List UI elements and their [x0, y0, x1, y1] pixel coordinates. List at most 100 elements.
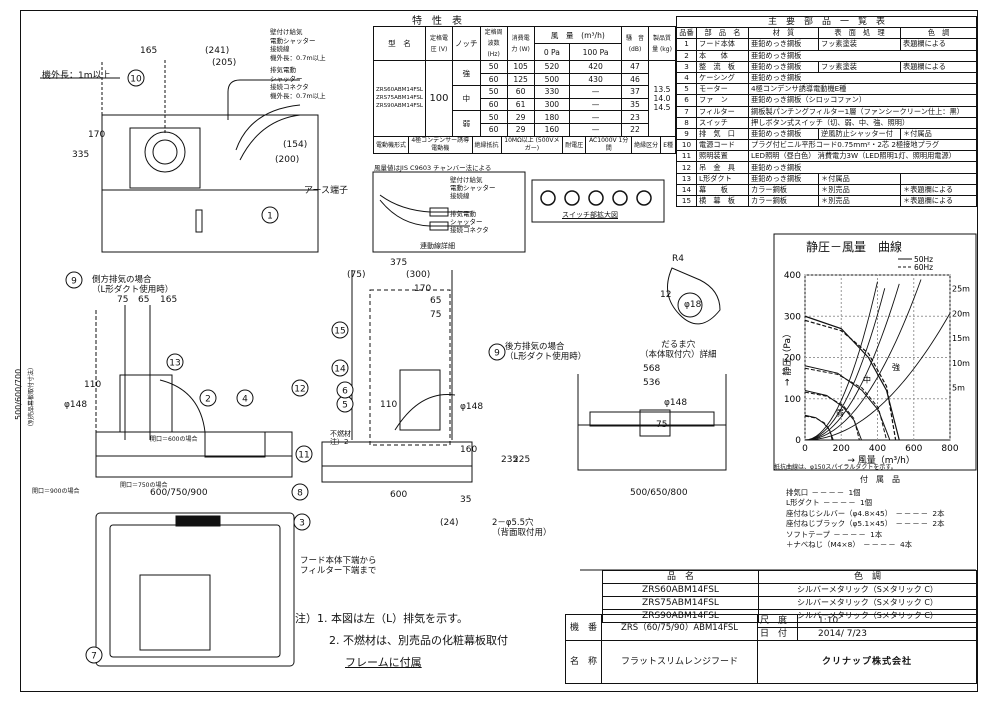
legend-label: 50Hz: [914, 255, 933, 264]
open750-label: 開口＝750の場合: [120, 482, 168, 489]
spec-h-100pa: 100 Pa: [569, 43, 622, 61]
dim-back: 75: [656, 420, 668, 430]
accessory-dash: －－－－: [892, 508, 933, 518]
top-view-slot: [195, 209, 203, 233]
spec-voltage: 100: [424, 60, 453, 137]
date-value: 2014/ 7/23: [797, 627, 977, 641]
parts-cell: [899, 172, 978, 185]
y-tick-label: 200: [784, 354, 801, 364]
nonflammable-label: 不燃材注）2: [330, 430, 351, 446]
spec-table: 型 名 定格電圧 (V) ノッチ 定格周波数 (Hz) 消費電力 (W) 風 量…: [373, 26, 676, 137]
spec-model: ZRS75ABM14FSL: [376, 95, 423, 102]
spec2-cell: AC1000V 1分間: [585, 136, 633, 154]
open900-label: 開口＝900の場合: [32, 488, 80, 495]
kiban-label: 機 番: [565, 614, 602, 641]
y-tick-label: 100: [784, 395, 801, 405]
balloon-12: 12: [291, 379, 309, 397]
accessory-item: L形ダクト －－－－ 1個: [786, 498, 945, 508]
dim-side: (300): [406, 270, 431, 280]
color-value: シルバーメタリック（Sメタリック C）: [758, 596, 977, 610]
product-name: フラットスリムレンジフード: [601, 640, 758, 684]
curve-label: 弱: [836, 408, 844, 417]
dim-side: 110: [380, 400, 398, 410]
dim-top: (200): [275, 155, 300, 165]
spec-h-weight: 製品質量 (kg): [648, 26, 676, 61]
spec-cell: 60: [479, 122, 508, 137]
duct-resistance-curve: [804, 283, 900, 441]
cord-length: 機外長：1m以上: [42, 71, 111, 81]
balloon-number: 15: [334, 327, 345, 337]
spec-cell: 22: [621, 122, 649, 137]
accessory-name: ＋ナベねじ（M4×8）: [786, 540, 860, 550]
spec2-cell: 4極コンデンサー誘導電動機: [408, 136, 473, 154]
balloon-number: 9: [71, 277, 77, 287]
earth-label: アース端子: [304, 186, 349, 196]
note-3: フレームに付属: [345, 656, 422, 669]
hole-line: （本体取付穴）詳細: [640, 350, 717, 360]
exhaust-line: シャッター: [270, 74, 303, 83]
balloon-1: 1: [261, 206, 279, 224]
name-label: 名 称: [565, 640, 602, 684]
dim-front: 65: [138, 295, 150, 305]
balloon-number: 8: [297, 489, 303, 499]
dim-hole: φ18: [684, 300, 702, 310]
balloon-14: 14: [331, 359, 349, 377]
spec-title: 特 性 表: [412, 16, 462, 27]
balloon-number: 11: [298, 451, 309, 461]
duct-label: 10m: [952, 359, 970, 368]
dim-side: 65: [430, 296, 442, 306]
parts-cell: 照明装置: [696, 150, 749, 163]
parts-cell: LED照明（昼白色） 消費電力3W（LED照明1灯、照明用電源）: [747, 150, 978, 163]
dim-top: 165: [140, 46, 158, 56]
pq-subcurve: [804, 367, 888, 441]
balloon-8: 8: [291, 483, 309, 501]
spec-h-voltage: 定格電圧 (V): [424, 26, 453, 61]
filternote-line: フード本体下端から: [300, 556, 377, 566]
wiring-caption: 連動線詳細: [420, 242, 455, 250]
pq-subcurve: [804, 415, 833, 441]
accessory-item: 座付ねじシルバー（φ4.8×45） －－－－ 2本: [786, 509, 945, 519]
dim-top: 170: [88, 130, 106, 140]
y-tick-label: 300: [784, 312, 801, 322]
accessory-qty: 1個: [848, 488, 861, 497]
spec-notch: 強: [451, 59, 481, 87]
curve-label: 強: [892, 362, 900, 372]
dim-back: 235: [501, 455, 519, 465]
pq-subcurve: [804, 365, 891, 441]
company-name: クリナップ株式会社: [757, 640, 977, 684]
wiring-label: 接続線: [450, 192, 470, 200]
duct-label: 25m: [952, 285, 970, 294]
spec2-cell: 耐電圧: [562, 136, 587, 154]
supply-line: 電動シャッター: [270, 36, 316, 45]
exhaust-line: 機外長：0.7m以上: [270, 91, 326, 100]
balloon-3: 3: [293, 513, 311, 531]
curve-label: 中: [863, 374, 871, 384]
accessory-name: L形ダクト: [786, 498, 820, 508]
drawing-frame: [20, 10, 978, 692]
parts-cell: L形ダクト: [696, 172, 749, 185]
spec-weight: 14.5: [653, 102, 671, 112]
spec2-cell: E種: [660, 136, 676, 154]
dim-top: (154): [283, 140, 308, 150]
hole-detail: [667, 267, 721, 325]
accessory-name: 座付ねじブラック（φ5.1×45）: [786, 519, 893, 529]
side-line: （L形ダクト使用時）: [92, 285, 174, 295]
balloon-10: 10: [127, 69, 145, 87]
wiring-label: 排気電動: [450, 210, 476, 218]
balloon-4: 4: [236, 389, 254, 407]
vert-height-label: 500/600/700: [14, 368, 23, 420]
spec-h-watt: 消費電力 (W): [506, 26, 535, 61]
side-exhaust-label: 側方排気の場合（L形ダクト使用時）: [92, 275, 173, 295]
rearmount-line: （背面取付用）: [492, 528, 552, 538]
supply-line: 機外長：0.7m以上: [270, 53, 326, 62]
rearmount-line: 2－φ5.5穴: [492, 518, 534, 528]
accessory-qty: 2本: [932, 508, 945, 518]
dim-hole: R4: [672, 254, 684, 264]
pq-series-60Hz: [804, 319, 897, 441]
